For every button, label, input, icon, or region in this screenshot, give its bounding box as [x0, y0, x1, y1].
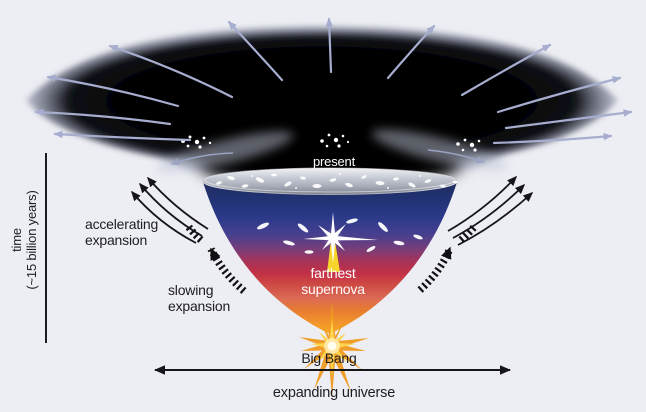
slowing-arrow-hatch-right [458, 223, 478, 243]
time-axis-label-line1: time [9, 228, 24, 252]
slowing-arrow-hatch-left [184, 223, 204, 243]
neck-swoosh-arrow-left [170, 152, 234, 166]
neck-swoosh-arrows [170, 149, 486, 166]
accelerating-arrows [131, 175, 534, 246]
big-bang-label: Big Bang [301, 350, 357, 366]
time-axis-label-line2: (~15 billion years) [24, 190, 39, 290]
slowing-arrow-icon [207, 247, 247, 294]
accelerating-arrow-icon [139, 182, 203, 237]
accelerating-arrow-icon [147, 176, 209, 230]
accelerating-arrow-icon [457, 191, 534, 246]
expansion-arrow-icon [108, 44, 234, 99]
accelerating-arrow-icon [131, 190, 197, 244]
galaxy-cluster-center [320, 133, 350, 148]
slowing-arrows [184, 223, 478, 294]
farthest-supernova-label: farthest supernova [301, 265, 365, 297]
supernova-burst [303, 212, 378, 272]
expansion-arrow-icon [496, 76, 622, 114]
expansion-arrow-icon [460, 43, 552, 97]
horn-galaxy-clusters [181, 133, 481, 152]
funnel-galaxies [257, 218, 423, 254]
neck-swoosh-arrow-right [427, 149, 486, 164]
accelerating-arrow-icon [447, 175, 518, 232]
present-label: present [313, 154, 355, 169]
big-bang-burst [299, 302, 369, 398]
expansion-arrow-icon [53, 130, 192, 142]
supernova-beam [327, 244, 340, 272]
expansion-arrow-icon [325, 17, 334, 74]
funnel-rim [203, 167, 458, 194]
galaxy-cluster-right [456, 138, 481, 152]
galaxy-cluster-left [181, 135, 212, 149]
expansion-arrow-icon [504, 109, 633, 130]
bell-underside-highlight-left [157, 131, 293, 173]
expansion-arrow-icon [227, 20, 284, 82]
expansion-arrows [34, 17, 633, 145]
accelerating-arrow-icon [452, 183, 526, 239]
expansion-arrow-icon [46, 74, 180, 108]
bell-underside-highlight-right [372, 129, 508, 171]
slowing-arrow-icon [417, 246, 454, 293]
expansion-arrow-icon [492, 132, 613, 145]
accelerating-expansion-label: accelerating expansion [85, 216, 159, 248]
rim-galaxies [216, 173, 458, 189]
slowing-expansion-label: slowing expansion [168, 282, 231, 314]
expansion-arrow-icon [386, 24, 436, 80]
time-axis-label: time (~15 billion years) [9, 140, 39, 340]
expansion-arrow-icon [34, 108, 172, 126]
expanding-universe-label: expanding universe [272, 385, 396, 401]
